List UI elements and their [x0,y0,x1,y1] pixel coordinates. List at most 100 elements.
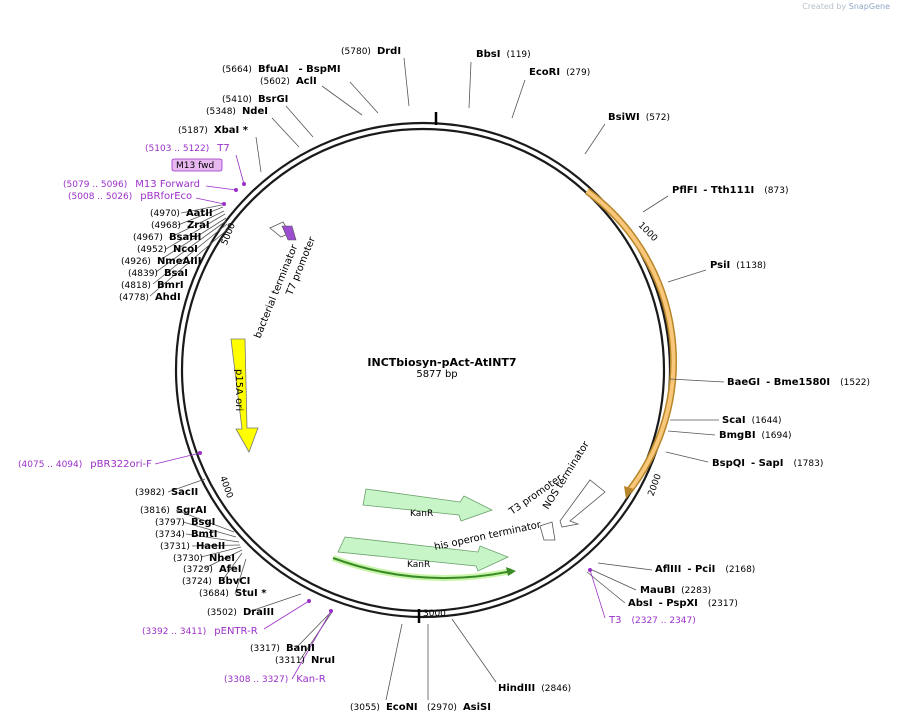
enzyme-name: EcoNI [386,702,418,713]
feature-label-kanr-1: KanR [410,509,433,519]
enzyme-site-hindiii[interactable]: (2846)HindIII [498,683,571,694]
primer-leader-pbr322ori-f [154,452,201,465]
kanr-feature-1[interactable] [362,488,494,522]
enzyme-site-bsrgi[interactable]: (5410)BsrGI [222,94,288,105]
enzyme-site-nrui[interactable]: (3311)NruI [275,655,335,666]
enzyme-position: (3055) [350,703,380,713]
enzyme-site-draiii[interactable]: (3502) DraIII [207,607,274,618]
primer-pbr322ori-f[interactable]: (4075 .. 4094)pBR322ori-F [18,459,152,470]
enzyme-name: EcoRI [529,67,560,78]
enzyme-site-sgrai[interactable]: (3816)SgrAI [140,505,207,516]
enzyme-name-extra: - PspXI [659,598,698,609]
enzyme-position: (4968) [151,221,181,231]
m13-fwd-box[interactable] [171,158,223,172]
enzyme-position: (572) [646,113,670,123]
enzyme-site-bfuai[interactable]: (5664)BfuAI- BspMI [222,64,341,75]
enzyme-site-pflfi[interactable]: (873)PflFI- Tth111I [672,185,788,196]
p15a-ori-feature[interactable] [230,338,259,453]
leader-ndei [271,117,300,148]
enzyme-position: (1694) [762,431,792,441]
enzyme-site-bsahi[interactable]: (4967)BsaHI [133,232,201,243]
leader-aatii [180,204,223,214]
enzyme-name: ZraI [187,220,210,231]
enzyme-site-banii[interactable]: (3317) BanII [250,643,315,654]
enzyme-site-maubi[interactable]: (2283)MauBI [640,585,711,596]
leader-econi [385,623,403,701]
enzyme-name: BanII [286,643,315,654]
enzyme-name: DraIII [243,607,274,618]
enzyme-site-ncoi[interactable]: (4952)NcoI [137,244,198,255]
primer-site-t7 [242,182,246,186]
enzyme-site-ecori[interactable]: (279)EcoRI [529,67,590,78]
leader-banii [295,610,333,649]
leader-drdi [403,57,410,107]
enzyme-site-baegi[interactable]: (1522)BaeGI- Bme1580I [727,377,870,388]
enzyme-site-afei[interactable]: (3729)AfeI [183,564,242,575]
enzyme-site-haeii[interactable]: (3731)HaeII [160,541,225,552]
leader-ncoi [165,213,226,250]
enzyme-position: (4970) [150,209,180,219]
enzyme-site-bspqi[interactable]: (1783)BspQI- SapI [712,458,823,469]
enzyme-site-xbai[interactable]: (5187)XbaI * [178,125,249,136]
primer-range: (4075 .. 4094) [18,460,82,470]
enzyme-site-bmgbi[interactable]: (1694) BmgBI [719,430,791,441]
leader-bsiwi [584,123,606,155]
leader-ahdi [149,228,229,297]
enzyme-site-aatii[interactable]: (4970)AatII [150,208,213,219]
enzyme-position: (3982) [135,488,165,498]
enzyme-site-sacii[interactable]: (3982)SacII [135,487,198,498]
enzyme-site-stui[interactable]: (3684)StuI * [199,588,267,599]
enzyme-site-afliii[interactable]: (2168)AflIII- PciI [655,564,755,575]
kanr-orf-arrowhead [506,567,516,576]
enzyme-site-bsai[interactable]: (4839)BsaI [128,268,188,279]
enzyme-position: (3317) [250,644,280,654]
primer-pentr-r[interactable]: (3392 .. 3411)pENTR-R [142,626,258,637]
enzyme-site-drdi[interactable]: (5780)DrdI [341,46,401,57]
kanr-feature-2[interactable] [337,536,510,572]
leader-ecori [511,79,526,119]
primer-site-pentr-r [307,599,311,603]
enzyme-site-bbvci[interactable]: (3724)BbvCI [182,576,250,587]
enzyme-site-bbsi[interactable]: (119)BbsI [476,49,531,60]
enzyme-site-zrai[interactable]: (4968) ZraI [151,220,210,231]
enzyme-site-acli[interactable]: (5602)AclI [260,76,317,87]
enzyme-position: (2283) [681,586,711,596]
primer-pbrforeco[interactable]: (5008 .. 5026)pBRforEco [68,191,192,202]
primer-kan-r[interactable]: (3308 .. 3327)Kan-R [224,674,326,685]
enzyme-site-bsgi[interactable]: (3797)BsgI [155,517,215,528]
enzyme-site-asisi[interactable]: (2970)AsiSI [427,702,491,713]
enzyme-site-econi[interactable]: (3055) EcoNI [350,702,418,713]
enzyme-site-scai[interactable]: (1644)ScaI [722,415,782,426]
enzyme-name: NcoI [173,244,198,255]
m13-fwd-box-label: M13 fwd [176,161,214,171]
enzyme-site-ndei[interactable]: (5348)NdeI [206,106,268,117]
leader-psii [667,269,707,283]
primer-t7[interactable]: (5103 .. 5122)T7 [145,143,230,154]
enzyme-position: (3816) [140,506,170,516]
enzyme-name: BmgBI [719,430,756,441]
enzyme-site-ahdi[interactable]: (4778)AhdI [119,292,181,303]
primer-leader-m13-forward [205,185,237,191]
enzyme-site-bmti[interactable]: (3734)BmtI [155,529,217,540]
enzyme-site-psii[interactable]: (1138)PsiI [710,260,766,271]
enzyme-position: (1783) [793,459,823,469]
enzyme-position: (3502) [207,608,237,618]
primer-m13-forward[interactable]: (5079 .. 5096)M13 Forward [63,179,200,190]
enzyme-position: (5664) [222,65,252,75]
enzyme-name: BsaHI [169,232,201,243]
enzyme-site-nhei[interactable]: (3730)NheI [173,553,235,564]
enzyme-site-bmri[interactable]: (4818)BmrI [121,280,184,291]
enzyme-name: BmtI [191,529,218,540]
enzyme-position: (2846) [541,684,571,694]
enzyme-site-absi[interactable]: (2317)AbsI- PspXI [628,598,738,609]
leader-bsgi [182,521,237,538]
enzyme-name: BbvCI [218,576,250,587]
kanr-orf [332,557,513,580]
enzyme-site-bsiwi[interactable]: (572)BsiWI [608,112,670,123]
primer-name: M13 Forward [135,179,200,190]
primer-t3[interactable]: (2327 .. 2347)T3 [608,615,696,626]
enzyme-position: (1522) [840,378,870,388]
enzyme-site-nmeaiii[interactable]: (4926)NmeAIII [121,256,201,267]
